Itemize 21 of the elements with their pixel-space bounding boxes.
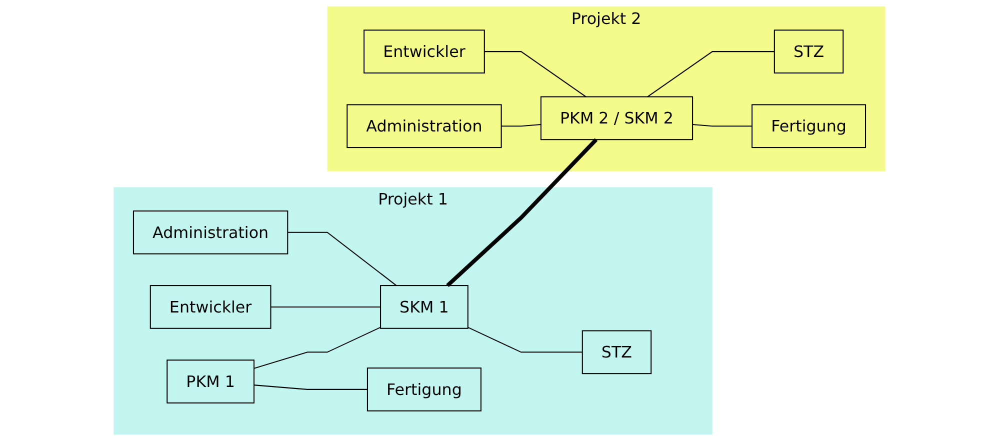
node-box: SKM 1: [380, 285, 468, 329]
node-box: Administration: [346, 104, 502, 148]
node-box: Fertigung: [366, 368, 482, 412]
connector: [254, 384, 368, 390]
node-box: STZ: [774, 30, 844, 74]
connector: [692, 124, 752, 127]
connector: [446, 138, 598, 287]
node-box: PKM 1: [166, 360, 254, 404]
node-box: Entwickler: [364, 30, 485, 74]
node-box: Entwickler: [150, 285, 272, 329]
connector: [484, 51, 586, 98]
node-box: STZ: [582, 330, 652, 374]
connector: [270, 306, 381, 308]
connector: [501, 124, 541, 127]
node-box: PKM 2 / SKM 2: [540, 96, 694, 140]
connector: [468, 326, 582, 353]
connector: [288, 232, 397, 286]
connector: [647, 51, 774, 98]
node-box: Fertigung: [752, 104, 866, 148]
connector: [254, 326, 381, 369]
node-box: Administration: [132, 210, 288, 254]
